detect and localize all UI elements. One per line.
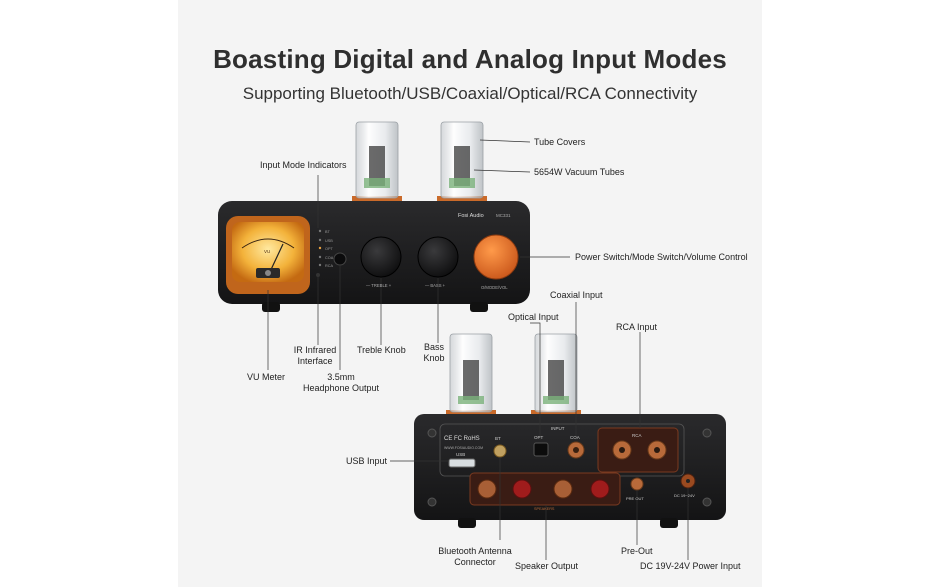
treble-text: — TREBLE + [366, 283, 392, 288]
tube-left-rear [446, 333, 496, 418]
label-input-mode-indicators: Input Mode Indicators [260, 160, 347, 170]
label-coaxial-input: Coaxial Input [550, 290, 603, 300]
optical-port [533, 442, 549, 457]
svg-text:USB: USB [325, 239, 333, 243]
svg-text:INPUT: INPUT [551, 426, 565, 431]
label-bt-antenna: Bluetooth Antenna Connector [438, 546, 512, 567]
label-vacuum-tubes: 5654W Vacuum Tubes [534, 167, 625, 177]
svg-text:OPT: OPT [534, 435, 544, 440]
svg-text:COA: COA [325, 256, 334, 260]
tube-right-front [437, 121, 487, 204]
label-dc-power: DC 19V-24V Power Input [640, 561, 741, 571]
label-bass-knob: Bass Knob [423, 342, 445, 363]
svg-text:COA: COA [570, 435, 580, 440]
label-power-switch: Power Switch/Mode Switch/Volume Control [575, 252, 748, 262]
speaker-terminal [590, 479, 610, 499]
svg-text:WWW.FOSIAUDIO.COM: WWW.FOSIAUDIO.COM [444, 446, 483, 450]
svg-text:RCA: RCA [632, 433, 642, 438]
label-usb-input: USB Input [346, 456, 388, 466]
svg-text:BT: BT [325, 230, 331, 234]
svg-text:SPEAKERS: SPEAKERS [534, 507, 555, 511]
treble-knob [360, 236, 402, 278]
svg-text:CE FC RoHS: CE FC RoHS [444, 436, 480, 442]
tube-right-rear [531, 333, 581, 418]
front-unit [218, 121, 530, 312]
svg-text:OPT: OPT [325, 247, 333, 251]
bass-knob [417, 236, 459, 278]
label-vu-meter: VU Meter [247, 372, 286, 382]
vu-label: VU [264, 249, 270, 254]
leader-lines [267, 139, 689, 560]
volume-text: O/MODE/VOL [481, 285, 508, 290]
svg-text:USB: USB [456, 452, 465, 457]
tube-left-front [352, 121, 402, 204]
speaker-terminal [512, 479, 532, 499]
rca-block [597, 427, 679, 473]
speaker-terminal-block [469, 472, 621, 506]
label-ir-interface: IR Infrared Interface [293, 345, 337, 366]
speaker-terminal [553, 479, 573, 499]
svg-text:PRE OUT: PRE OUT [626, 496, 644, 501]
label-pre-out: Pre-Out [621, 546, 653, 556]
page-subtitle: Supporting Bluetooth/USB/Coaxial/Optical… [242, 84, 698, 103]
label-speaker-output: Speaker Output [515, 561, 579, 571]
ir-sensor [316, 273, 320, 277]
volume-knob [473, 234, 519, 280]
label-rca-input: RCA Input [616, 322, 658, 332]
speaker-terminal [477, 479, 497, 499]
svg-text:DC 19~24V: DC 19~24V [674, 493, 695, 498]
label-optical-input: Optical Input [508, 312, 559, 322]
label-tube-covers: Tube Covers [534, 137, 586, 147]
svg-text:RCA: RCA [325, 264, 333, 268]
input-mode-indicators [318, 229, 322, 267]
label-headphone-output: 3.5mm Headphone Output [302, 372, 380, 393]
rear-unit [414, 333, 726, 528]
label-treble-knob: Treble Knob [357, 345, 406, 355]
usb-port [448, 458, 476, 468]
model-text: MC331 [496, 213, 511, 218]
page-title: Boasting Digital and Analog Input Modes [213, 44, 727, 74]
bass-text: — BASS + [425, 283, 446, 288]
headphone-jack [333, 252, 347, 266]
pre-out-port [630, 477, 644, 491]
bt-antenna-connector [493, 444, 507, 458]
svg-text:BT: BT [495, 436, 501, 441]
brand-text: Fosi Audio [458, 213, 484, 219]
